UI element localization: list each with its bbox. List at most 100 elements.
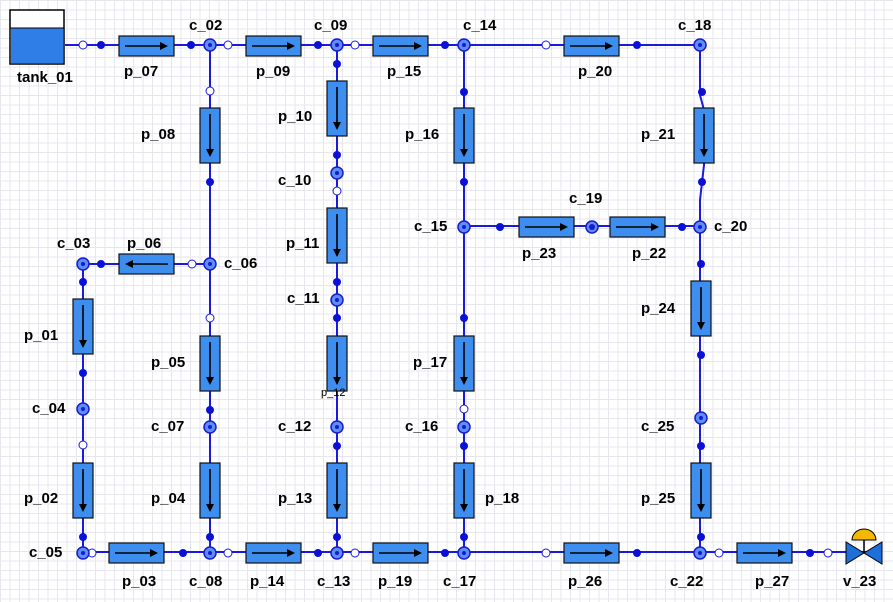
pipe-p_04[interactable]: p_04: [151, 462, 221, 519]
pipe-p_12[interactable]: p_12: [321, 335, 348, 399]
pipe-p_14[interactable]: p_14: [245, 542, 302, 590]
junction-label: c_11: [287, 290, 320, 307]
junction-c_20[interactable]: c_20: [693, 218, 747, 235]
pipe-p_20[interactable]: p_20: [563, 35, 620, 80]
junction-c_04[interactable]: c_04: [32, 400, 90, 417]
pipe-p_03[interactable]: p_03: [108, 542, 165, 590]
junction-c_22[interactable]: c_22: [670, 546, 707, 590]
pipe-label: p_11: [286, 235, 319, 252]
junction-c_25[interactable]: c_25: [641, 411, 708, 435]
connection-nodes: [78, 40, 833, 558]
junction-label: c_20: [714, 218, 747, 235]
pipe-label: p_15: [387, 63, 421, 80]
pipe-label: p_18: [485, 490, 519, 507]
junction-label: c_18: [678, 17, 711, 34]
pipe-label: p_23: [522, 245, 556, 262]
pipe-p_21[interactable]: p_21: [641, 107, 715, 164]
pipe-p_27[interactable]: p_27: [736, 542, 793, 590]
pipe-label: p_04: [151, 490, 186, 507]
tank-label: tank_01: [17, 69, 73, 86]
pipe-label: p_10: [278, 108, 312, 125]
valve-label: v_23: [843, 573, 876, 590]
pipe-p_26[interactable]: p_26: [563, 542, 620, 590]
junction-label: c_05: [29, 544, 62, 561]
pipe-p_24[interactable]: p_24: [641, 280, 712, 337]
pipe-p_15[interactable]: p_15: [372, 35, 429, 80]
pipe-p_11[interactable]: p_11: [286, 207, 348, 264]
junction-label: c_04: [32, 400, 66, 417]
valve-icon: [845, 528, 883, 565]
pipe-label: p_17: [413, 354, 447, 371]
junction-label: c_03: [57, 235, 90, 252]
junction-label: c_12: [278, 418, 311, 435]
junction-c_03[interactable]: c_03: [57, 235, 90, 271]
junction-c_19[interactable]: c_19: [569, 190, 602, 234]
junction-label: c_10: [278, 172, 311, 189]
junction-label: c_22: [670, 573, 703, 590]
pipe-label: p_25: [641, 490, 675, 507]
junction-label: c_08: [189, 573, 222, 590]
pipe-p_22[interactable]: p_22: [609, 216, 666, 262]
pipe-label: p_07: [124, 63, 158, 80]
junction-c_08[interactable]: c_08: [189, 546, 222, 590]
pipe-label: p_09: [256, 63, 290, 80]
pipe-p_07[interactable]: p_07: [118, 35, 175, 80]
junction-c_17[interactable]: c_17: [443, 546, 476, 590]
pipe-p_19[interactable]: p_19: [372, 542, 429, 590]
pipe-p_17[interactable]: p_17: [413, 335, 475, 392]
pipe-p_09[interactable]: p_09: [245, 35, 302, 80]
pipe-label: p_08: [141, 126, 175, 143]
junction-c_11[interactable]: c_11: [287, 290, 344, 307]
junction-label: c_09: [314, 17, 347, 34]
junction-label: c_06: [224, 255, 257, 272]
pipe-label: p_20: [578, 63, 612, 80]
junction-label: c_19: [569, 190, 602, 207]
junction-label: c_07: [151, 418, 184, 435]
junction-c_06[interactable]: c_06: [203, 255, 257, 272]
junction-label: c_02: [189, 17, 222, 34]
junction-c_14[interactable]: c_14: [457, 17, 497, 52]
pipe-label: p_26: [568, 573, 602, 590]
pipe-p_18[interactable]: p_18: [453, 462, 519, 519]
pipe-p_16[interactable]: p_16: [405, 107, 475, 164]
tank-icon: [9, 9, 65, 65]
pipe-p_01[interactable]: p_01: [24, 298, 94, 355]
pipe-p_06[interactable]: p_06: [118, 235, 175, 275]
pipe-label: p_13: [278, 490, 312, 507]
junction-label: c_13: [317, 573, 350, 590]
junction-c_18[interactable]: c_18: [678, 17, 711, 52]
valve-v_23[interactable]: v_23: [843, 528, 883, 590]
pipe-p_13[interactable]: p_13: [278, 462, 348, 519]
pipe-p_08[interactable]: p_08: [141, 107, 221, 164]
pipe-label: p_22: [632, 245, 666, 262]
pipe-label: p_03: [122, 573, 156, 590]
junction-c_05[interactable]: c_05: [29, 544, 90, 561]
junction-label: c_25: [641, 418, 674, 435]
pipe-label: p_01: [24, 327, 58, 344]
junction-c_07[interactable]: c_07: [151, 418, 217, 435]
junction-label: c_15: [414, 218, 447, 235]
junction-c_15[interactable]: c_15: [414, 218, 471, 235]
pipe-label: p_05: [151, 354, 185, 371]
pipe-p_23[interactable]: p_23: [518, 216, 575, 262]
junction-label: c_16: [405, 418, 438, 435]
junction-c_13[interactable]: c_13: [317, 546, 350, 590]
junction-c_09[interactable]: c_09: [314, 17, 347, 52]
pipe-label: p_16: [405, 126, 439, 143]
tank-tank_01[interactable]: tank_01: [9, 9, 73, 86]
junction-label: c_17: [443, 573, 476, 590]
pipe-label: p_12: [321, 387, 345, 399]
pipe-label: p_14: [250, 573, 285, 590]
pipe-label: p_06: [127, 235, 161, 252]
pipe-p_25[interactable]: p_25: [641, 462, 712, 519]
junction-c_12[interactable]: c_12: [278, 418, 344, 435]
pipe-label: p_02: [24, 490, 58, 507]
junction-c_10[interactable]: c_10: [278, 166, 344, 189]
junction-c_16[interactable]: c_16: [405, 418, 471, 435]
pipe-p_05[interactable]: p_05: [151, 335, 221, 392]
junction-c_02[interactable]: c_02: [189, 17, 222, 52]
pipe-p_10[interactable]: p_10: [278, 80, 348, 137]
pipe-p_02[interactable]: p_02: [24, 462, 94, 519]
